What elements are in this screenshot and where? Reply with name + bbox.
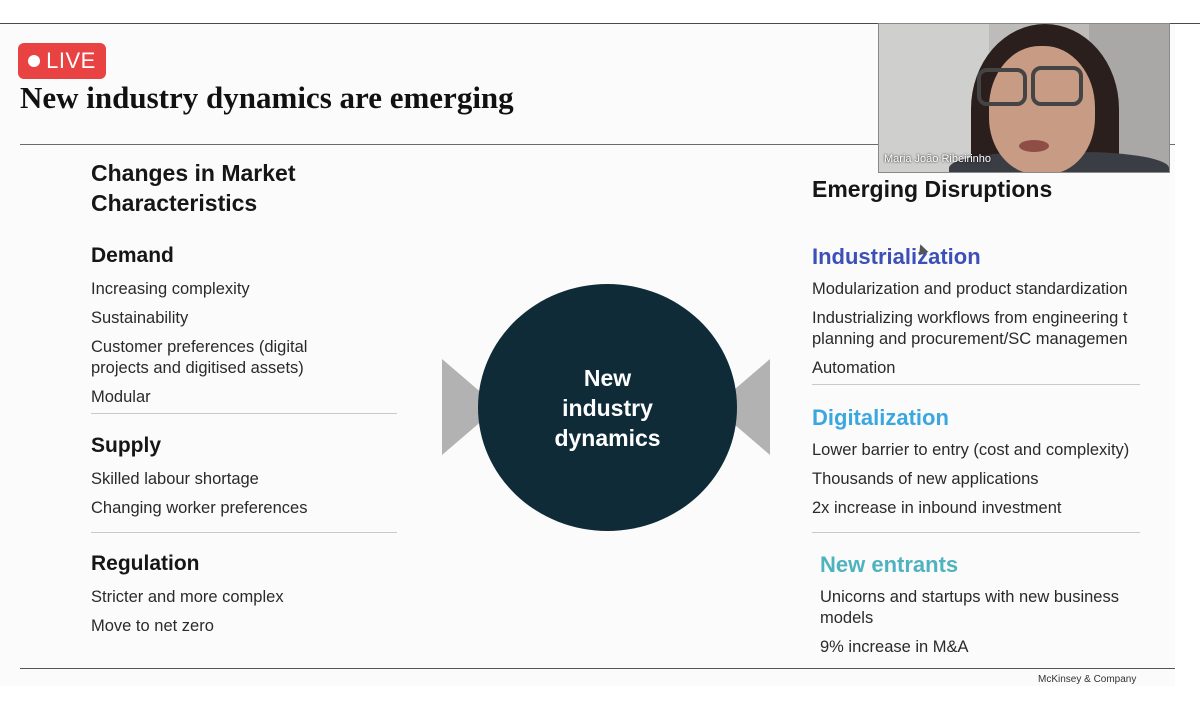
regulation-item: Move to net zero xyxy=(91,617,214,635)
demand-item: projects and digitised assets) xyxy=(91,359,304,377)
regulation-heading: Regulation xyxy=(91,552,200,575)
digitalization-item: Thousands of new applications xyxy=(812,470,1039,488)
stream-top-border xyxy=(0,23,1200,24)
webcam-background xyxy=(879,24,989,172)
footer-brand: McKinsey & Company xyxy=(1038,674,1137,685)
digitalization-item: 2x increase in inbound investment xyxy=(812,499,1062,517)
webcam-tile[interactable]: Maria João Ribeirinho xyxy=(878,23,1170,173)
live-label: LIVE xyxy=(46,48,96,73)
supply-heading: Supply xyxy=(91,434,162,457)
center-circle: New industry dynamics xyxy=(478,284,737,531)
market-characteristics-heading: Changes in Market Characteristics xyxy=(91,160,296,216)
supply-item: Skilled labour shortage xyxy=(91,470,259,488)
new-entrants-item: Unicorns and startups with new business xyxy=(820,588,1119,606)
emerging-disruptions-heading: Emerging Disruptions xyxy=(812,176,1053,202)
section-divider xyxy=(812,532,1140,533)
industrialization-item: Modularization and product standardizati… xyxy=(812,280,1128,298)
presenter-mouth xyxy=(1019,140,1049,152)
live-badge: LIVE xyxy=(18,43,106,79)
demand-item: Modular xyxy=(91,388,151,406)
demand-item: Customer preferences (digital xyxy=(91,338,308,356)
digitalization-item: Lower barrier to entry (cost and complex… xyxy=(812,441,1130,459)
industrialization-heading: Industrialization xyxy=(812,244,981,269)
industrialization-item: Automation xyxy=(812,359,896,377)
industrialization-item: planning and procurement/SC managemen xyxy=(812,330,1128,348)
section-divider xyxy=(91,532,397,533)
center-circle-label: New industry dynamics xyxy=(554,364,661,451)
demand-item: Sustainability xyxy=(91,309,189,327)
digitalization-heading: Digitalization xyxy=(812,405,949,430)
supply-item: Changing worker preferences xyxy=(91,499,308,517)
participant-name: Maria João Ribeirinho xyxy=(884,153,991,165)
new-entrants-heading: New entrants xyxy=(820,552,959,577)
footer-divider xyxy=(20,668,1175,669)
slide-title: New industry dynamics are emerging xyxy=(20,80,514,115)
glasses-icon xyxy=(1031,66,1083,106)
new-entrants-item: models xyxy=(820,609,874,627)
industrialization-item: Industrializing workflows from engineeri… xyxy=(812,309,1128,327)
demand-item: Increasing complexity xyxy=(91,280,250,298)
section-divider xyxy=(91,413,397,414)
title-divider xyxy=(20,144,1175,145)
glasses-icon xyxy=(977,68,1027,106)
demand-heading: Demand xyxy=(91,244,174,267)
new-entrants-item: 9% increase in M&A xyxy=(820,638,969,656)
section-divider xyxy=(812,384,1140,385)
regulation-item: Stricter and more complex xyxy=(91,588,284,606)
live-dot-icon xyxy=(28,55,41,67)
